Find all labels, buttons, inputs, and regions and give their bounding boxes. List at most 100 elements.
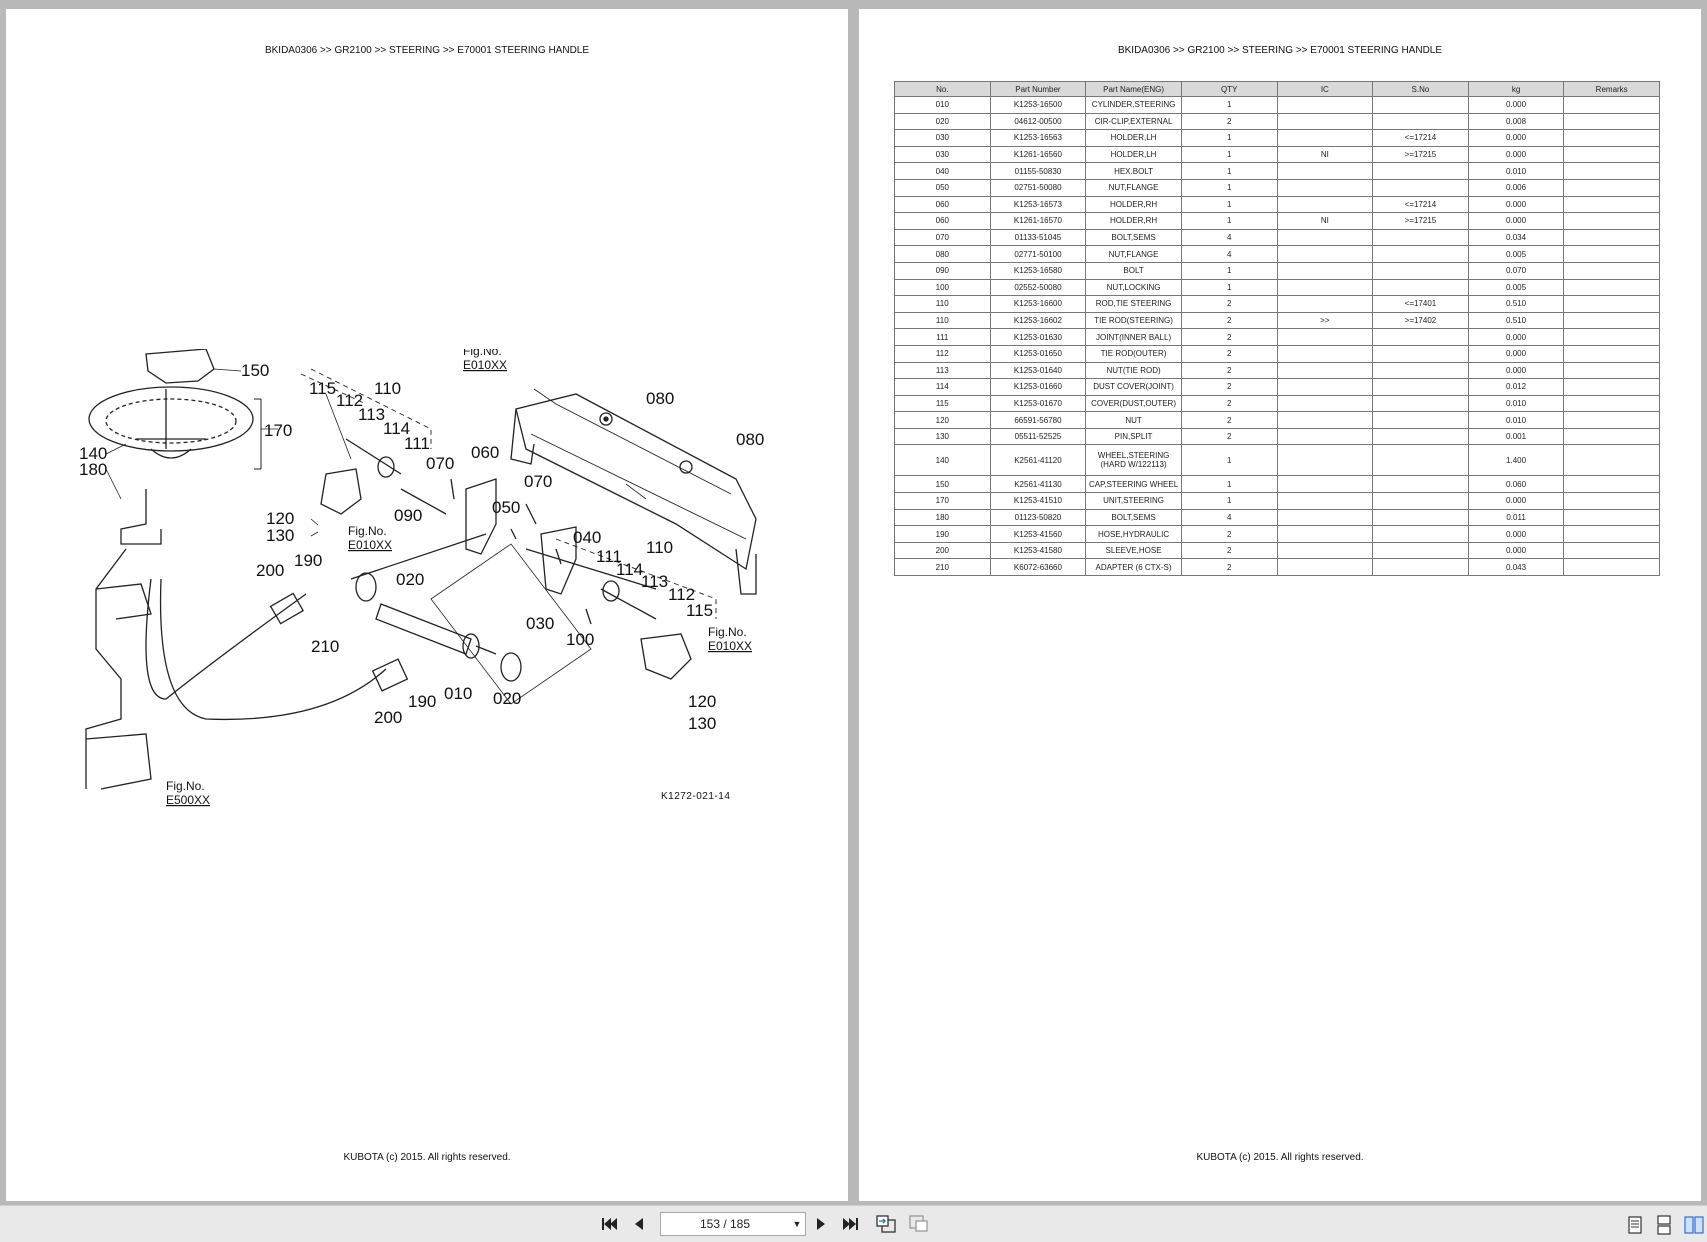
table-cell: 0.000 <box>1467 525 1565 543</box>
table-cell: K1253-01660 <box>989 378 1087 396</box>
go-forward-button[interactable] <box>908 1215 930 1233</box>
table-cell: 1 <box>1180 261 1278 280</box>
table-cell: 2 <box>1180 295 1278 313</box>
table-cell: 0.043 <box>1467 558 1565 577</box>
table-cell <box>1276 178 1374 197</box>
table-cell <box>1563 475 1660 494</box>
callout-label: 190 <box>408 692 436 711</box>
table-cell: 1 <box>1180 129 1278 147</box>
table-cell: 0.006 <box>1467 178 1565 197</box>
table-cell: 0.070 <box>1467 261 1565 280</box>
dropdown-caret-icon[interactable]: ▼ <box>792 1219 802 1229</box>
go-back-button[interactable] <box>875 1215 897 1233</box>
table-cell: 2 <box>1180 112 1278 131</box>
table-cell <box>1563 295 1660 313</box>
table-cell <box>1372 328 1469 346</box>
table-cell <box>1563 508 1660 527</box>
first-page-button[interactable] <box>598 1215 620 1233</box>
callout-label: 130 <box>266 526 294 545</box>
table-cell <box>1563 444 1660 477</box>
table-cell: 2 <box>1180 328 1278 346</box>
table-cell: 113 <box>894 361 991 380</box>
table-cell <box>1372 444 1469 477</box>
table-cell: 2 <box>1180 344 1278 363</box>
single-page-view-button[interactable] <box>1626 1215 1644 1235</box>
table-cell <box>1563 162 1660 180</box>
callout-label: 010 <box>444 684 472 703</box>
two-page-view-button[interactable] <box>1684 1215 1704 1235</box>
table-cell: K1253-01640 <box>989 361 1087 380</box>
column-header: kg <box>1467 81 1565 97</box>
table-cell: K1253-01650 <box>989 344 1087 363</box>
prev-page-button[interactable] <box>628 1215 650 1233</box>
callout-label: 210 <box>311 637 339 656</box>
table-cell: NUT(TIE ROD) <box>1085 361 1182 380</box>
fig-ref: Fig.No. E500XX <box>166 779 210 807</box>
table-cell: 010 <box>894 96 991 114</box>
table-cell <box>1276 475 1374 494</box>
steering-cylinder-shape <box>375 603 472 655</box>
table-cell: 180 <box>894 508 991 527</box>
table-cell: 111 <box>894 328 991 346</box>
table-cell <box>1276 162 1374 180</box>
table-cell <box>1563 394 1660 413</box>
next-page-button[interactable] <box>810 1215 832 1233</box>
table-cell: 05511-52525 <box>989 427 1087 446</box>
svg-text:E500XX: E500XX <box>166 793 210 807</box>
table-cell: NUT,FLANGE <box>1085 178 1182 197</box>
last-page-button[interactable] <box>840 1215 862 1233</box>
table-cell: 030 <box>894 129 991 147</box>
table-cell <box>1563 129 1660 147</box>
table-cell: 0.005 <box>1467 245 1565 263</box>
table-cell <box>1276 361 1374 380</box>
column-header: QTY <box>1180 81 1278 97</box>
page-number-field[interactable]: 153 / 185 ▼ <box>660 1212 806 1236</box>
exploded-parts-diagram: 150 170 140 180 120 130 115 112 110 113 … <box>79 349 764 807</box>
table-cell <box>1563 112 1660 131</box>
column-header: IC <box>1276 81 1374 97</box>
table-cell: 0.510 <box>1467 311 1565 330</box>
table-cell: 2 <box>1180 558 1278 577</box>
table-cell <box>1372 162 1469 180</box>
table-cell: NUT,LOCKING <box>1085 278 1182 297</box>
table-cell: K1261-16560 <box>989 145 1087 164</box>
table-cell <box>1276 541 1374 560</box>
table-cell <box>1563 525 1660 543</box>
callout-label: 112 <box>336 391 363 410</box>
callout-label: 113 <box>358 405 385 424</box>
table-cell: 0.060 <box>1467 475 1565 494</box>
table-cell <box>1563 411 1660 429</box>
table-cell: 120 <box>894 411 991 429</box>
table-cell: 0.034 <box>1467 228 1565 247</box>
callout-label: 020 <box>493 689 521 708</box>
table-cell: 0.012 <box>1467 378 1565 396</box>
table-cell: HEX.BOLT <box>1085 162 1182 180</box>
table-cell: 04612-00500 <box>989 112 1087 131</box>
fig-ref: Fig.No. E010XX <box>463 349 507 372</box>
table-cell: NI <box>1276 145 1374 164</box>
callout-label: 112 <box>668 585 695 604</box>
table-cell: 150 <box>894 475 991 494</box>
table-cell <box>1563 378 1660 396</box>
table-cell: HOLDER,LH <box>1085 129 1182 147</box>
table-cell: 1 <box>1180 195 1278 214</box>
table-cell <box>1372 475 1469 494</box>
table-cell: 2 <box>1180 411 1278 429</box>
continuous-view-button[interactable] <box>1655 1215 1673 1235</box>
table-cell: K1253-41560 <box>989 525 1087 543</box>
table-cell: TIE ROD(OUTER) <box>1085 344 1182 363</box>
svg-text:E010XX: E010XX <box>348 538 392 552</box>
table-cell: 2 <box>1180 541 1278 560</box>
table-cell: 210 <box>894 558 991 577</box>
steering-wheel-rim-shape <box>88 386 254 452</box>
table-cell <box>1372 508 1469 527</box>
